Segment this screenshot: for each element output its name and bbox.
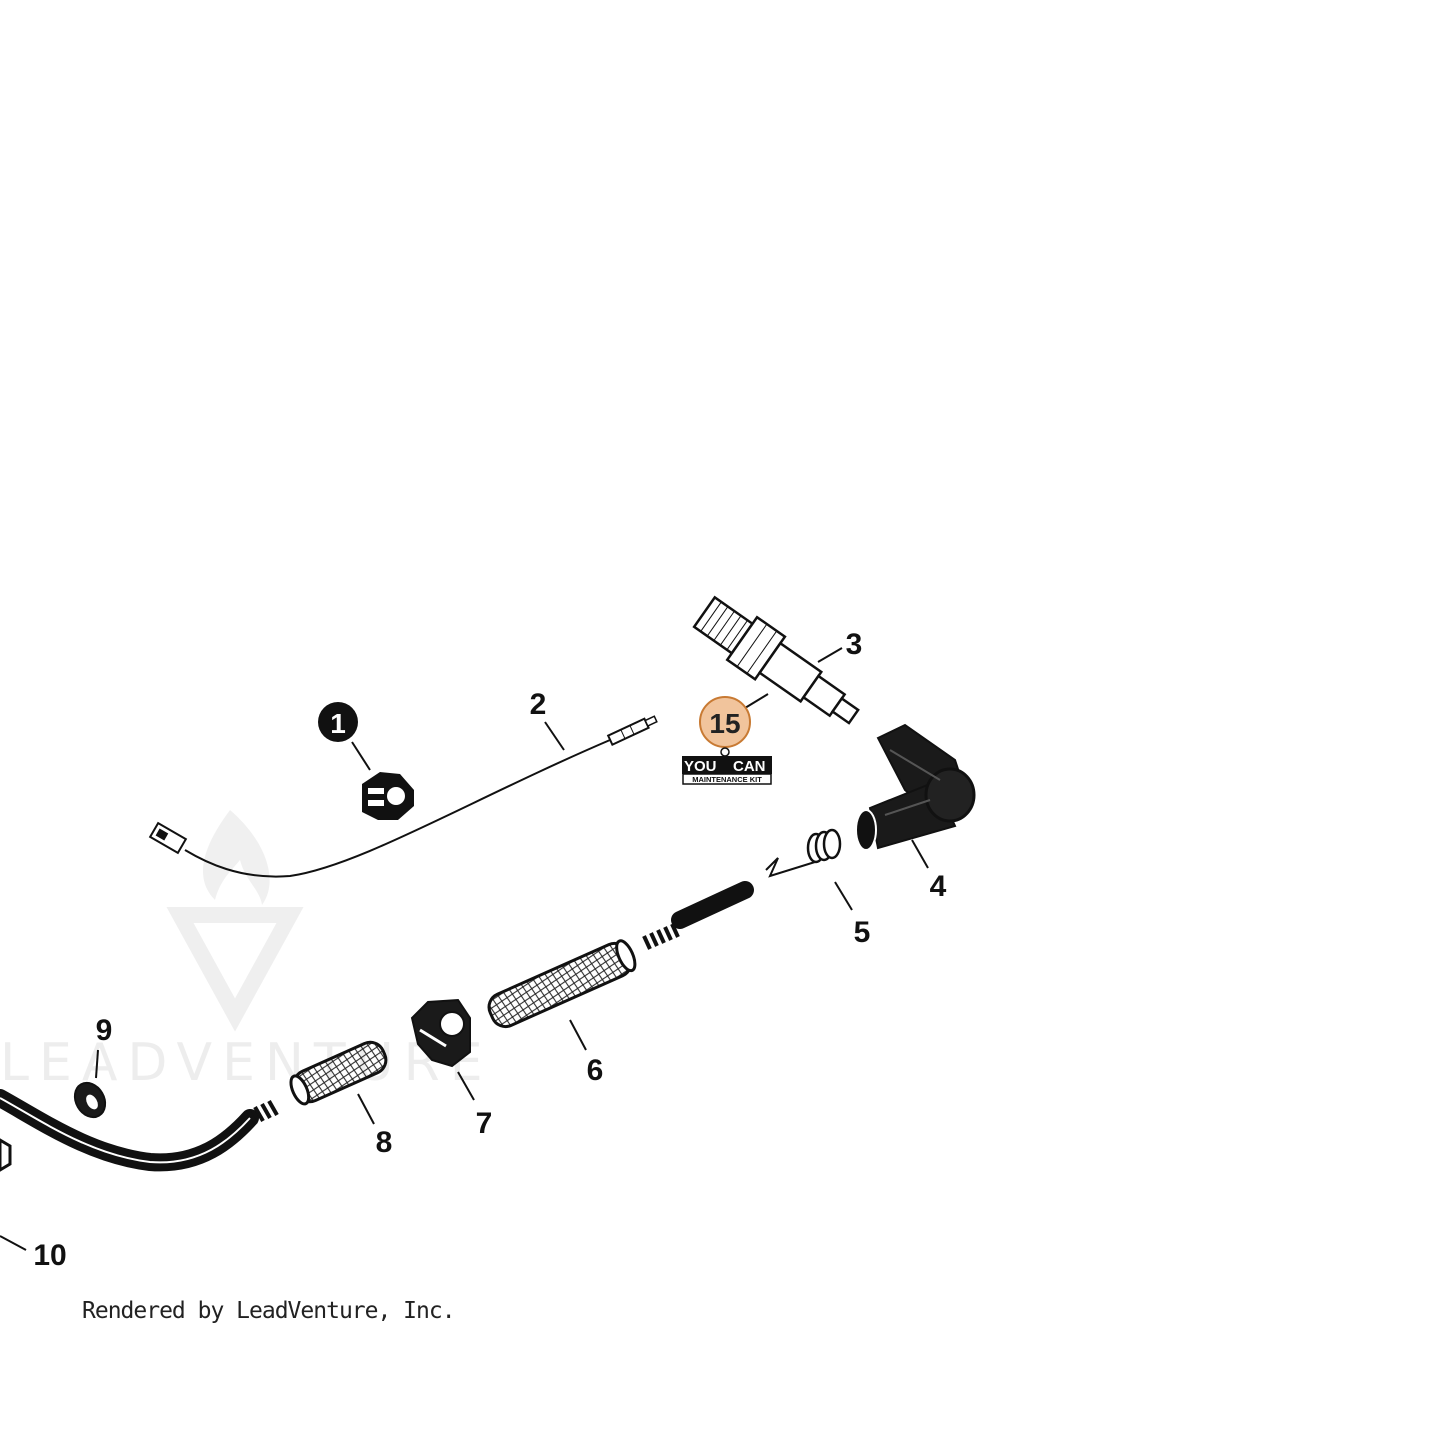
callout-7: 7 [457,1071,493,1140]
svg-text:4: 4 [930,870,947,903]
callout-9: 9 [95,1014,113,1079]
part-4-plug-boot [855,723,976,851]
callout-15: 15 [699,693,769,757]
part-7-cable-clamp [410,998,471,1068]
svg-text:2: 2 [530,688,547,721]
part-2-wire-lead [148,715,658,878]
leadventure-watermark-logo: LEADVENTURE [0,810,493,1093]
svg-text:CAN: CAN [733,758,766,775]
part-3-spark-plug [692,595,860,725]
svg-text:5: 5 [854,916,871,949]
svg-text:9: 9 [96,1014,113,1047]
callout-1: 1 [318,702,371,771]
callout-10: 10 [0,1235,67,1272]
part-8-short-sleeve [289,1040,388,1106]
callout-4: 4 [911,839,947,903]
maintenance-kit-badge: YOU CAN MAINTENANCE KIT [682,756,772,785]
svg-text:8: 8 [376,1126,393,1159]
svg-text:7: 7 [476,1107,493,1140]
callout-3: 3 [817,628,863,663]
watermark-text: LEADVENTURE [0,1033,493,1093]
callout-5: 5 [834,881,871,949]
part-5-spring [765,828,842,878]
part-6-protective-sleeve [487,939,637,1029]
svg-text:15: 15 [709,708,740,739]
svg-text:10: 10 [33,1239,66,1272]
callout-6: 6 [569,1019,604,1087]
svg-text:MAINTENANCE KIT: MAINTENANCE KIT [692,775,762,784]
render-credit: Rendered by LeadVenture, Inc. [82,1298,456,1324]
svg-text:6: 6 [587,1054,604,1087]
svg-text:YOU: YOU [684,758,717,775]
svg-text:1: 1 [330,708,346,739]
ignition-cable-upper [642,881,754,950]
callout-2: 2 [530,688,565,751]
callout-8: 8 [357,1093,393,1159]
ignition-cable-lower [0,1089,279,1172]
svg-text:3: 3 [846,628,863,661]
part-1-grommet [362,772,414,820]
part-9-washer [73,1081,107,1119]
